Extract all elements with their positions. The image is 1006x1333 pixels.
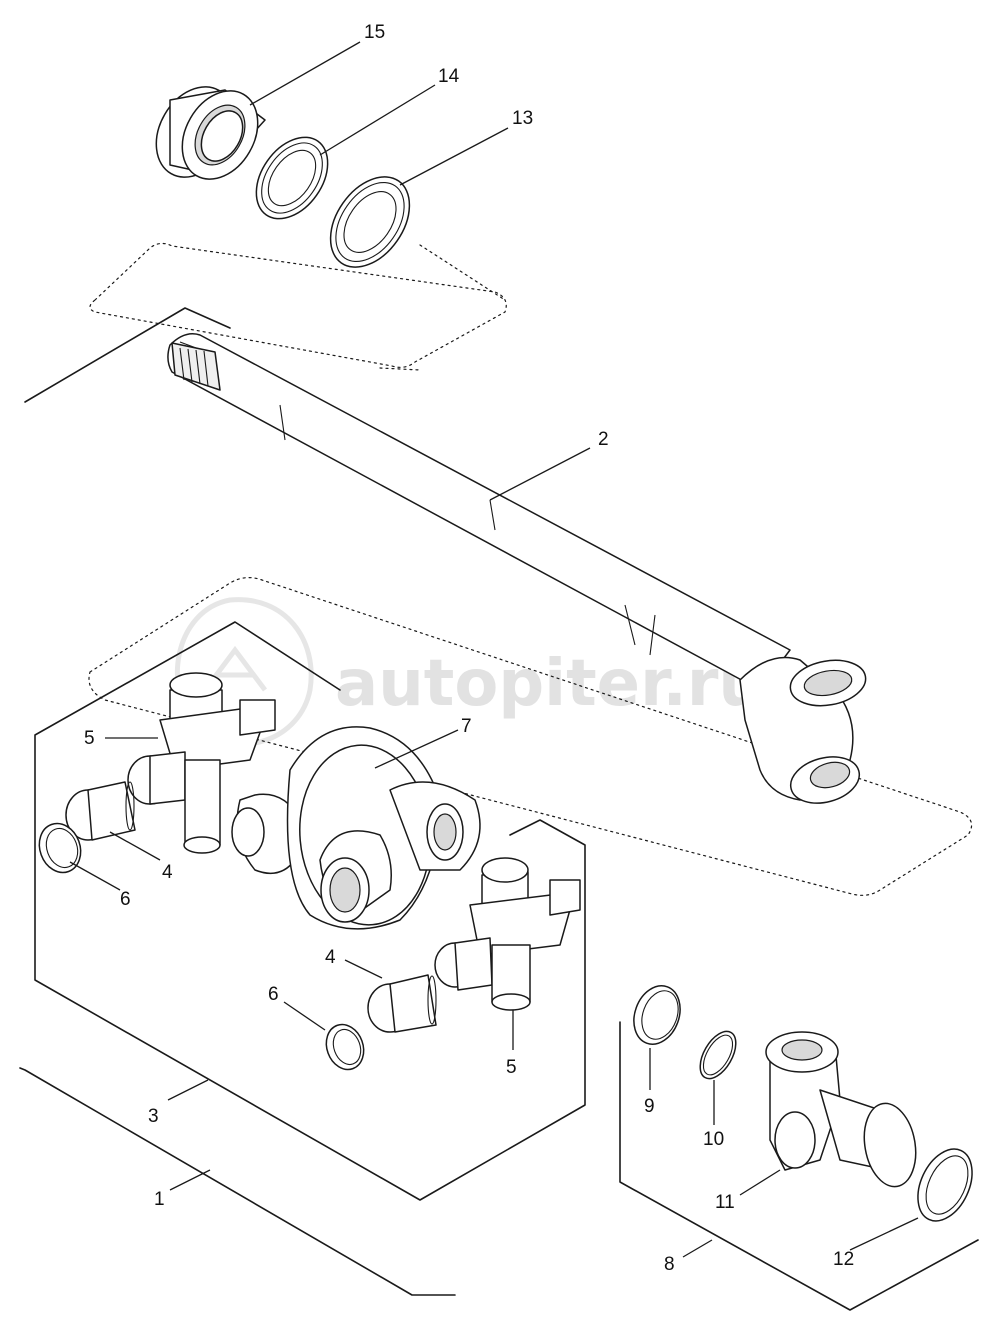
seal-12 [917, 1148, 973, 1222]
callout-6-lower: 6 [268, 984, 279, 1005]
callout-5-lower: 5 [506, 1057, 517, 1078]
needle-cup-4-upper [65, 781, 136, 841]
callout-10: 10 [703, 1129, 724, 1150]
watermark-logo-icon [175, 597, 314, 747]
assembly-8-outline [619, 1021, 979, 1311]
callout-4-upper: 4 [162, 862, 173, 883]
seal-14 [255, 136, 329, 220]
flange-yoke-11 [765, 1031, 917, 1188]
dotted-outline-shaft-link [379, 244, 506, 371]
seal-13 [329, 176, 411, 268]
callout-14: 14 [438, 66, 460, 87]
callout-8: 8 [664, 1254, 675, 1275]
dotted-outline-seals [89, 242, 507, 368]
callout-9: 9 [644, 1096, 655, 1117]
callout-1: 1 [154, 1189, 165, 1210]
callout-13: 13 [512, 108, 533, 129]
dotted-outline-joint [88, 577, 973, 896]
snap-ring-10 [699, 1030, 737, 1080]
callout-5-upper: 5 [84, 728, 95, 749]
u-joint-cross-5-lower [434, 857, 581, 1011]
callout-4-lower: 4 [325, 947, 336, 968]
watermark-text: autopiter.ru [335, 647, 764, 721]
assembly-1-outline [19, 1067, 456, 1296]
bearing-15 [155, 86, 266, 180]
ring-9 [633, 985, 681, 1045]
callout-2: 2 [598, 429, 609, 450]
u-joint-cross-5-upper [127, 672, 276, 854]
leader-lines [69, 41, 919, 1258]
callout-12: 12 [833, 1249, 854, 1270]
callout-11: 11 [715, 1192, 735, 1213]
callout-labels: 15 14 13 2 7 5 4 6 4 6 5 3 1 9 10 11 8 1… [84, 22, 854, 1275]
callout-3: 3 [148, 1106, 159, 1127]
callout-7: 7 [461, 716, 472, 737]
snap-ring-6-lower [325, 1023, 365, 1071]
callout-15: 15 [364, 22, 385, 43]
assembly-3-outline [34, 621, 586, 1201]
axle-shaft-2 [24, 307, 867, 804]
snap-ring-6-upper [38, 822, 82, 874]
callout-6-upper: 6 [120, 889, 131, 910]
needle-cup-4-lower [367, 974, 437, 1033]
watermark: autopiter.ru [175, 597, 764, 747]
centre-yoke-7 [231, 726, 481, 930]
